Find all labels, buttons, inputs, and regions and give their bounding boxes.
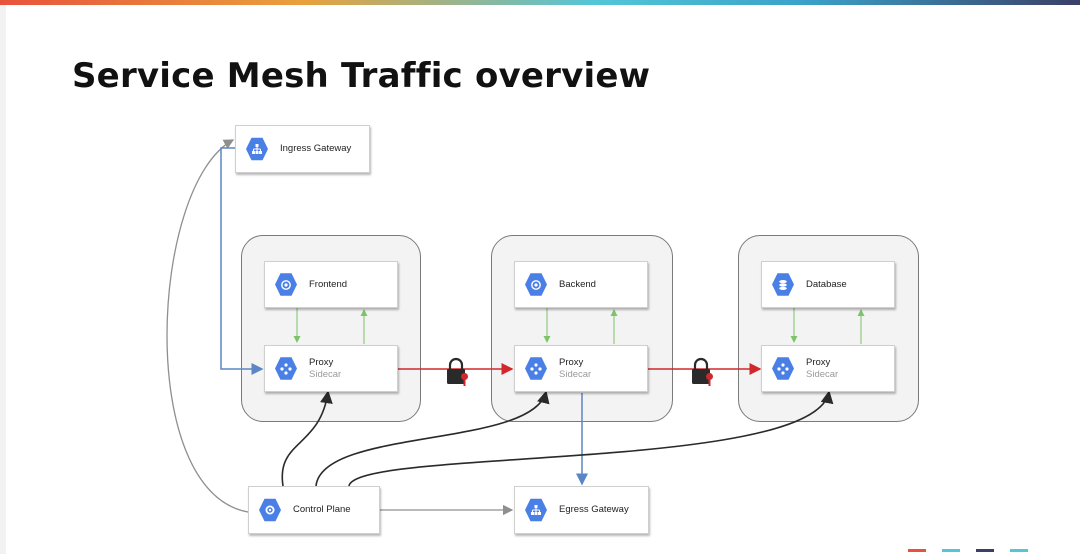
control-plane-node: Control Plane: [248, 486, 380, 534]
proxy-label: Proxy: [806, 356, 831, 368]
slide-edge: [0, 5, 6, 554]
nav-marker: [942, 549, 960, 552]
padlock-icon: [692, 357, 710, 384]
control-plane-label: Control Plane: [293, 504, 351, 515]
key-icon: [461, 373, 468, 386]
padlock-icon: [447, 357, 465, 384]
backend-label: Backend: [559, 278, 596, 290]
database-proxy-sidecar-node: Proxy Sidecar: [761, 345, 895, 392]
database-label: Database: [806, 278, 847, 290]
ingress-to-frontend-proxy-connector: [220, 147, 264, 375]
sidecar-label: Sidecar: [559, 368, 592, 380]
control-to-backend-proxy-connector: [315, 390, 550, 487]
frontend-node: Frontend: [264, 261, 398, 308]
ingress-gateway-label: Ingress Gateway: [280, 143, 352, 154]
nav-marker: [908, 549, 926, 552]
proxy-label: Proxy: [559, 356, 584, 368]
network-tree-icon: [525, 498, 547, 522]
slide-title: Service Mesh Traffic overview: [72, 56, 651, 96]
frontend-label: Frontend: [309, 278, 348, 290]
ingress-gateway-node: Ingress Gateway: [235, 125, 370, 173]
nav-marker: [976, 549, 994, 552]
nav-marker: [1010, 549, 1028, 552]
key-icon: [706, 373, 713, 386]
database-stack-icon: [772, 273, 794, 296]
database-node: Database: [761, 261, 895, 308]
slide-nav-markers: [908, 549, 1028, 552]
network-tree-icon: [246, 137, 268, 161]
hexagon-cog-icon: [259, 498, 281, 522]
proxy-nodes-icon: [275, 357, 297, 380]
backend-proxy-sidecar-node: Proxy Sidecar: [514, 345, 648, 392]
app-engine-icon: [275, 273, 297, 296]
control-to-database-proxy-connector: [348, 390, 834, 487]
egress-gateway-node: Egress Gateway: [514, 486, 649, 534]
sidecar-label: Sidecar: [309, 368, 342, 380]
app-engine-icon: [525, 273, 547, 296]
proxy-nodes-icon: [525, 357, 547, 380]
sidecar-label: Sidecar: [806, 368, 839, 380]
proxy-nodes-icon: [772, 357, 794, 380]
top-accent-bar: [0, 0, 1080, 5]
backend-node: Backend: [514, 261, 648, 308]
control-to-frontend-proxy-connector: [281, 390, 333, 487]
proxy-label: Proxy: [309, 356, 334, 368]
frontend-proxy-sidecar-node: Proxy Sidecar: [264, 345, 398, 392]
egress-gateway-label: Egress Gateway: [559, 504, 629, 515]
control-to-ingress-connector: [166, 139, 249, 513]
